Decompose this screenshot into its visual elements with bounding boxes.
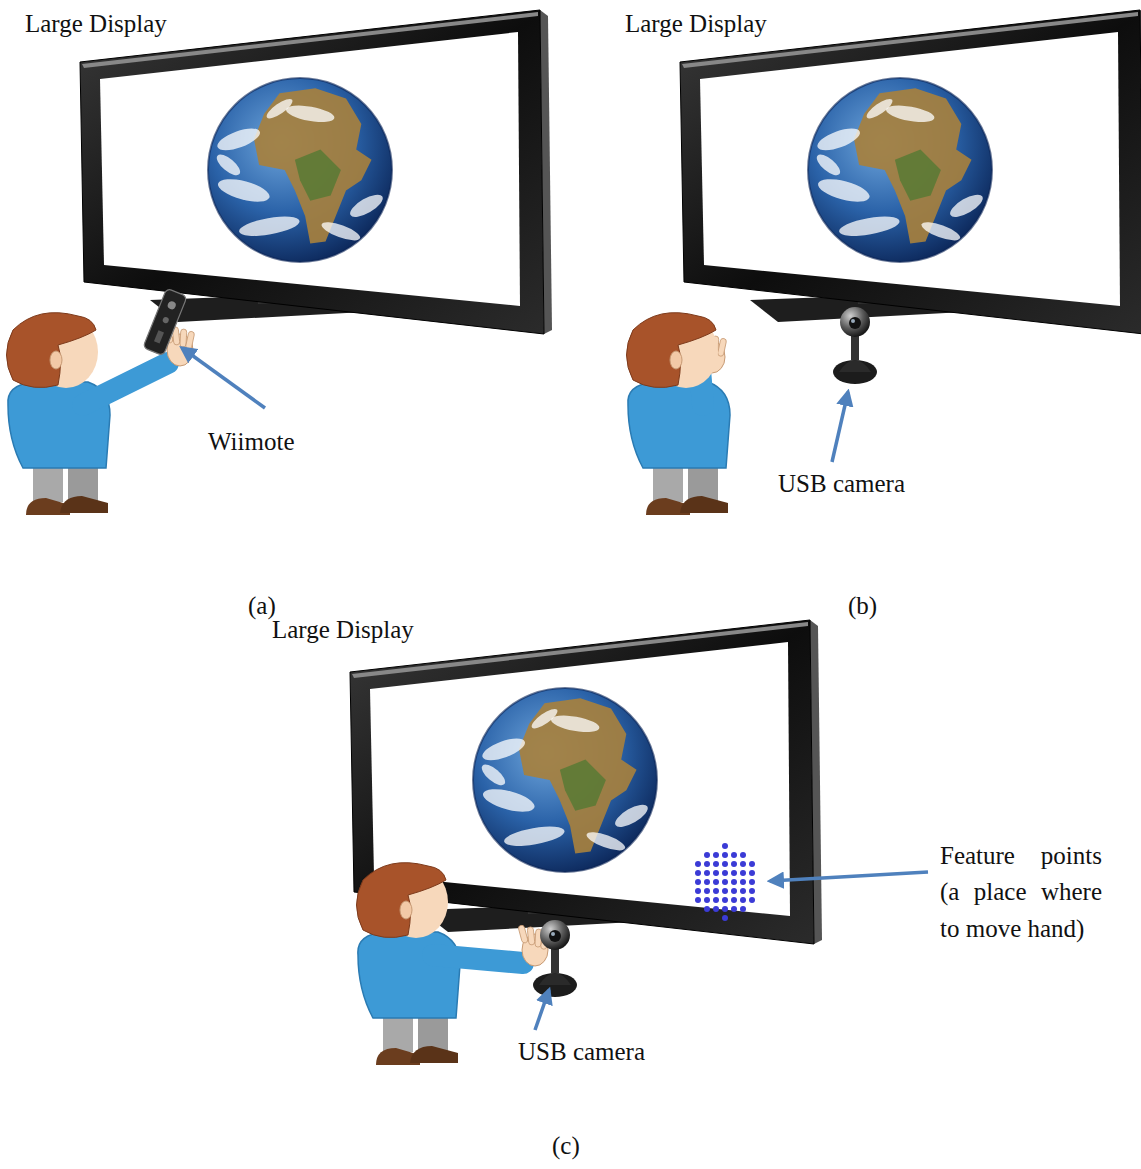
leader-arrow — [832, 392, 848, 462]
feature-points — [695, 843, 755, 921]
globe — [808, 78, 992, 262]
panel-label: (a) — [248, 588, 276, 624]
leader-arrow — [770, 872, 928, 881]
usb-camera-icon — [833, 307, 877, 384]
feature-note: Feature points (a place where to move ha… — [940, 838, 1102, 947]
child-figure — [627, 313, 731, 515]
device-label: USB camera — [518, 1034, 645, 1070]
large-display — [680, 10, 1141, 334]
usb-camera-icon — [533, 920, 577, 997]
wiimote-icon — [143, 288, 187, 356]
device-label: USB camera — [778, 466, 905, 502]
globe — [208, 78, 392, 262]
globe — [473, 688, 657, 872]
child-figure — [357, 863, 550, 1065]
panel-label: (c) — [552, 1128, 580, 1164]
display-label: Large Display — [272, 612, 414, 648]
large-display — [80, 10, 552, 334]
device-label: Wiimote — [208, 424, 294, 460]
leader-arrow — [535, 990, 549, 1030]
leader-arrow — [182, 348, 265, 408]
panel-label: (b) — [848, 588, 877, 624]
large-display — [350, 620, 822, 944]
display-label: Large Display — [25, 6, 167, 42]
display-label: Large Display — [625, 6, 767, 42]
